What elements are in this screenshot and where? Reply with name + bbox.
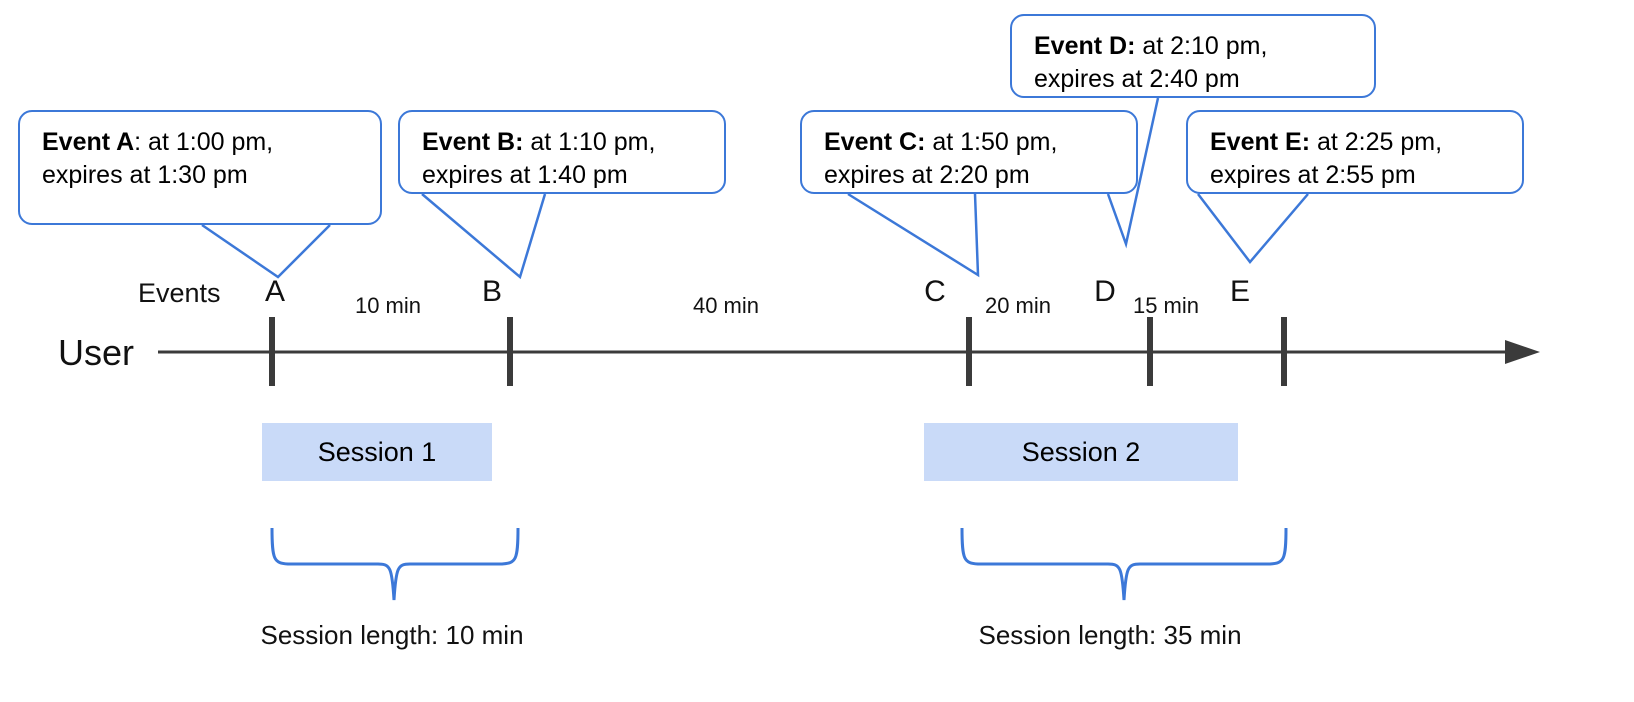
events-row-label: Events — [138, 278, 221, 308]
interval-label-d-e: 15 min — [1132, 293, 1200, 318]
tick-label-d: D — [1094, 275, 1116, 308]
callout-event-d: Event D: at 2:10 pm, expires at 2:40 pm — [1010, 14, 1376, 98]
callout-tail-event-d — [1106, 97, 1160, 249]
callout-event-c-title: Event C: — [824, 128, 926, 156]
tick-label-a: A — [264, 275, 286, 308]
callout-event-a-separator: : — [134, 128, 142, 156]
callout-tail-event-b — [421, 193, 547, 280]
callout-event-b: Event B: at 1:10 pm, expires at 1:40 pm — [398, 110, 726, 194]
callout-tail-event-c — [847, 192, 980, 278]
callout-event-e-text: at 2:25 pm, expires at 2:55 pm — [1210, 128, 1443, 190]
callout-tail-event-e — [1197, 193, 1309, 264]
callout-event-b-text: at 1:10 pm, expires at 1:40 pm — [422, 128, 656, 190]
callout-event-c-text: at 1:50 pm, expires at 2:20 pm — [824, 128, 1058, 190]
callout-event-b-title: Event B: — [422, 128, 524, 156]
session-1-caption: Session length: 10 min — [260, 620, 524, 650]
session-2-caption: Session length: 35 min — [978, 620, 1242, 650]
callout-event-a-title: Event A — [42, 128, 135, 156]
session-1-bar: Session 1 — [262, 423, 492, 481]
tick-label-c: C — [924, 275, 946, 308]
callout-event-d-text: at 2:10 pm, expires at 2:40 pm — [1034, 32, 1268, 94]
callout-event-e: Event E: at 2:25 pm, expires at 2:55 pm — [1186, 110, 1524, 194]
interval-label-b-c: 40 min — [692, 293, 760, 318]
session-2-brace — [960, 527, 1288, 601]
session-2-label: Session 2 — [1021, 436, 1141, 467]
interval-label-c-d: 20 min — [984, 293, 1052, 318]
callout-tail-event-a — [201, 223, 331, 279]
timeline-axis-arrowhead — [1505, 340, 1540, 364]
interval-label-a-b: 10 min — [354, 293, 422, 318]
session-2-bar: Session 2 — [924, 423, 1238, 481]
tick-label-e: E — [1229, 275, 1251, 308]
tick-label-b: B — [481, 275, 503, 308]
session-1-brace — [270, 527, 520, 601]
session-1-label: Session 1 — [317, 436, 437, 467]
callout-event-a: Event A: at 1:00 pm, expires at 1:30 pm — [18, 110, 382, 225]
callout-event-d-title: Event D: — [1034, 32, 1136, 60]
callout-event-c: Event C: at 1:50 pm, expires at 2:20 pm — [800, 110, 1138, 194]
lane-label-user: User — [58, 332, 135, 373]
callout-event-e-title: Event E: — [1210, 128, 1311, 156]
callout-event-a-text: at 1:00 pm, expires at 1:30 pm — [42, 128, 274, 190]
